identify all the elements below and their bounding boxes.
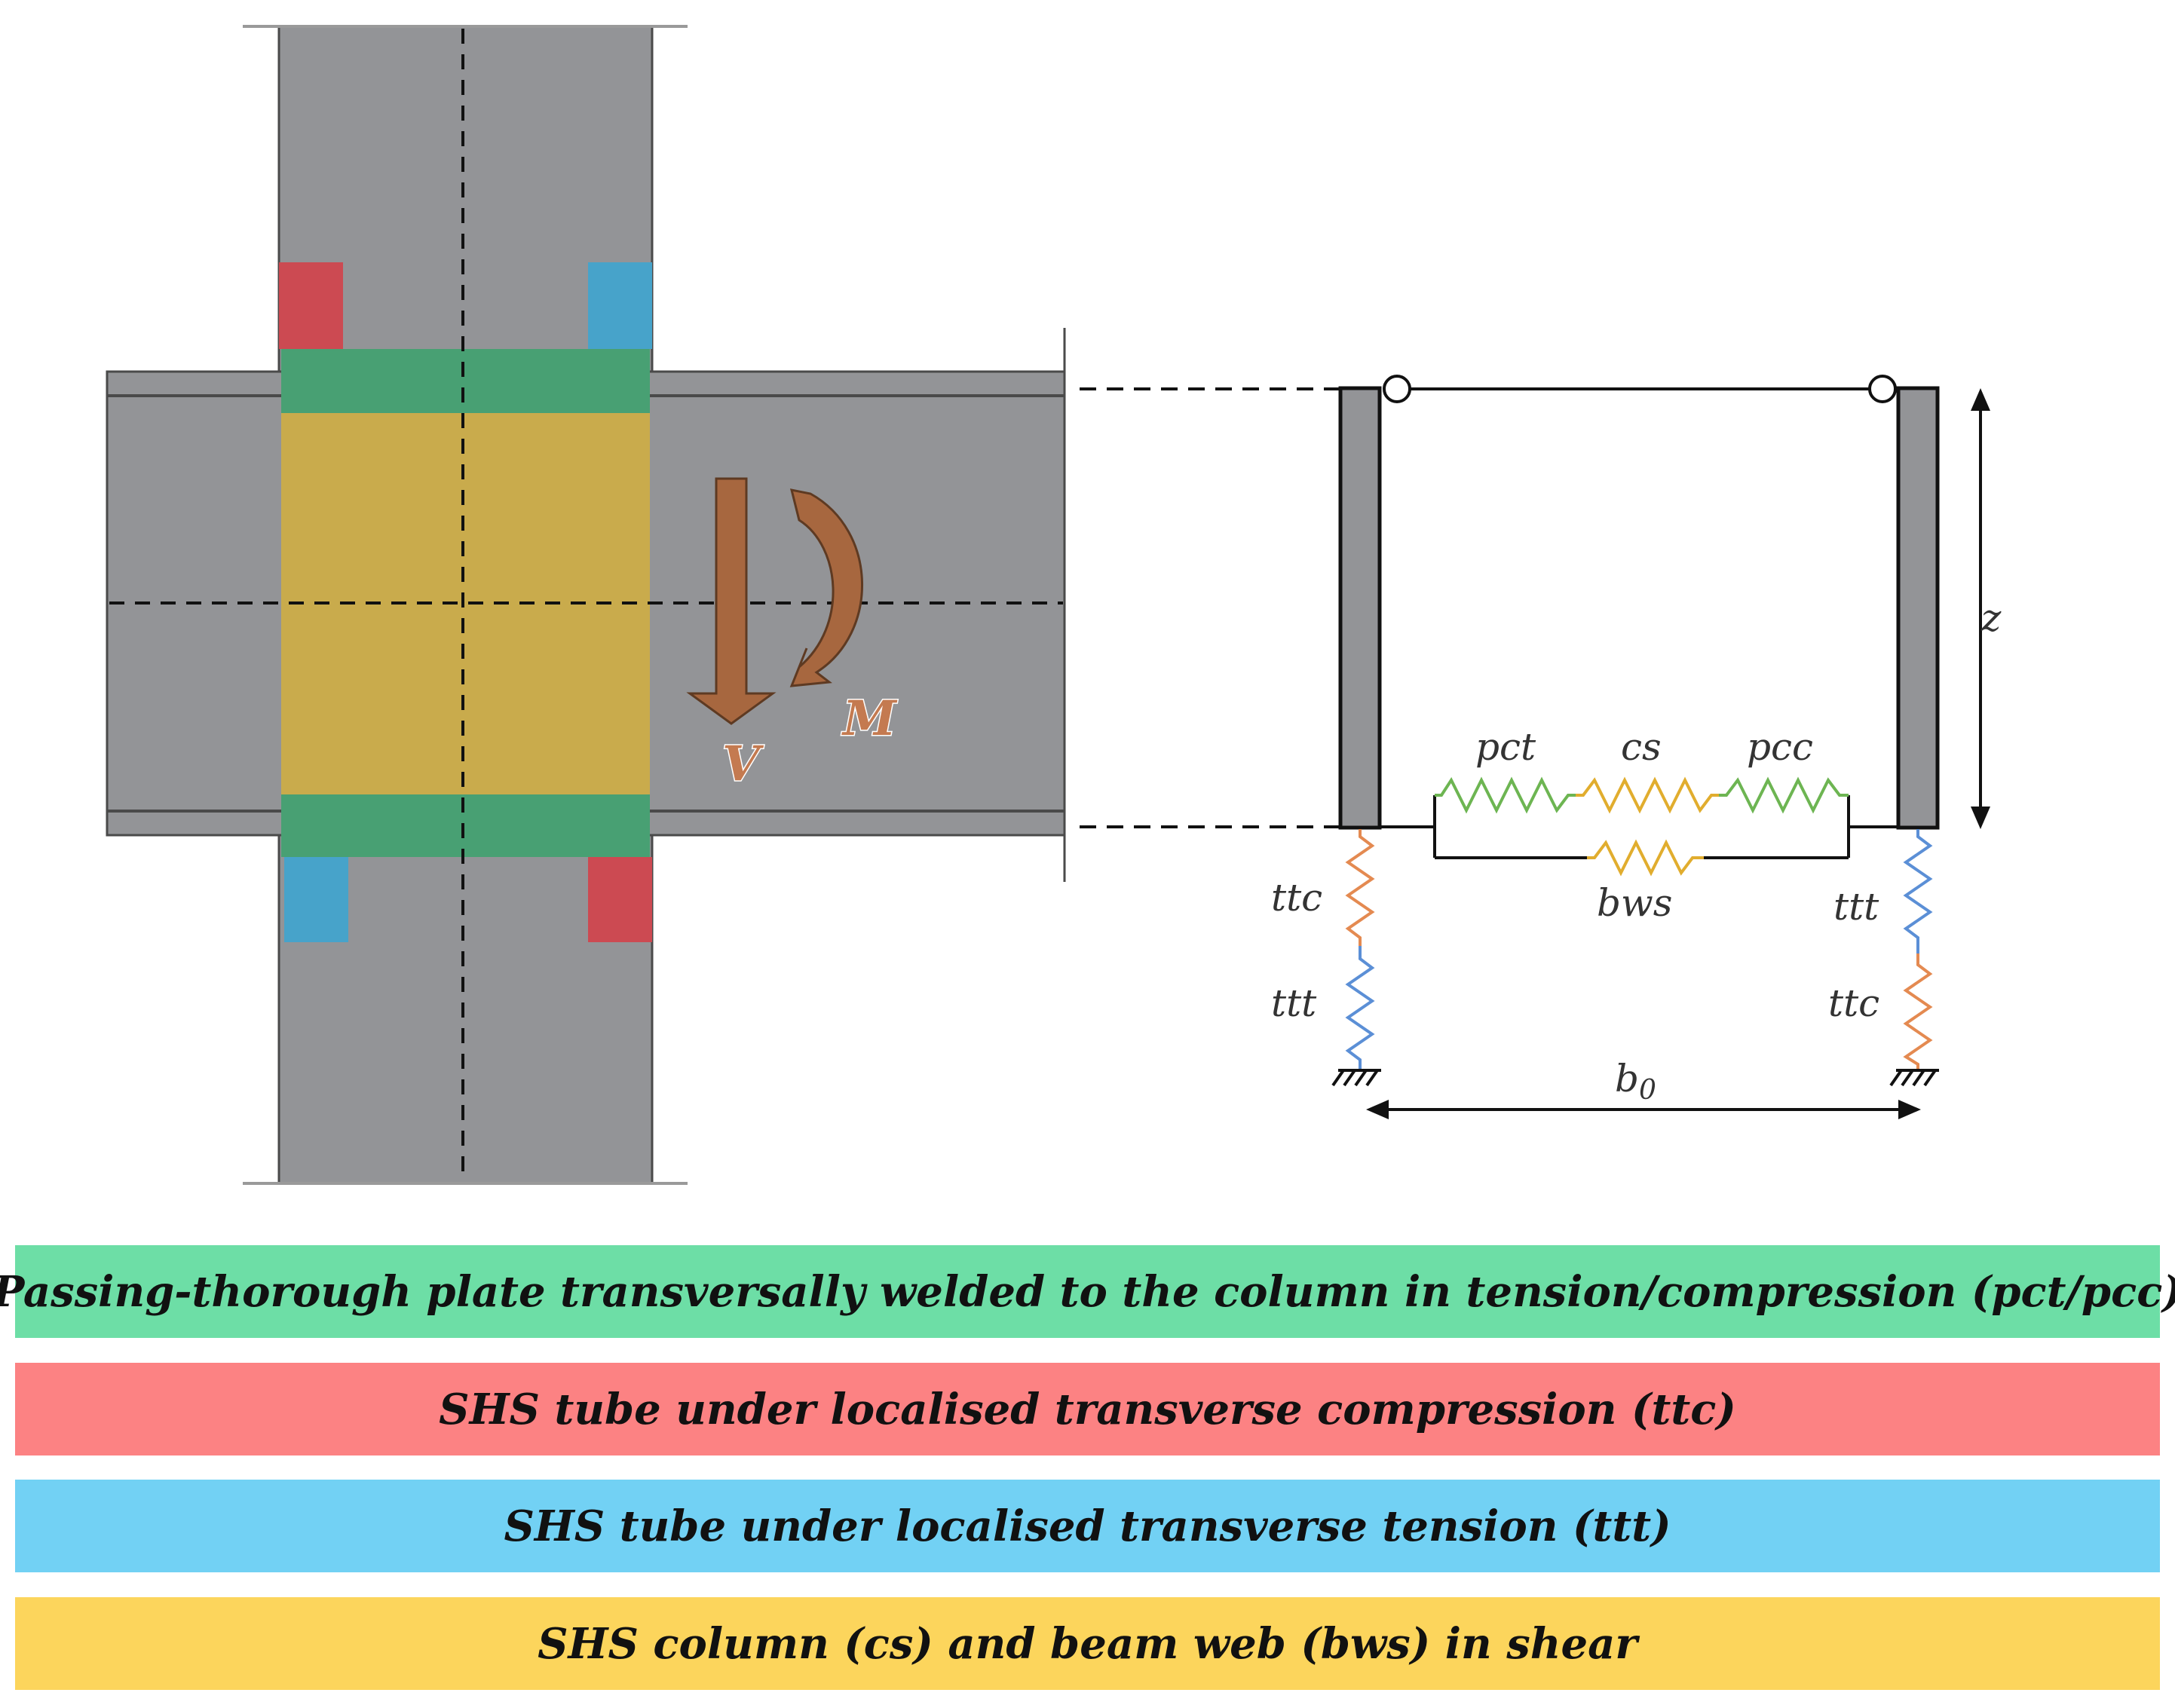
legend-item-plate: Passing-thorough plate transversally wel… bbox=[0, 1245, 2175, 1338]
legend-text-shear: SHS column (cs) and beam web (bws) in sh… bbox=[538, 1618, 1637, 1669]
label-pcc: pcc bbox=[1747, 725, 1813, 769]
ttt-zone-bottom-left bbox=[284, 857, 348, 942]
legend-text-ttt: SHS tube under localised transverse tens… bbox=[504, 1501, 1671, 1551]
label-right-ttt: ttt bbox=[1833, 885, 1879, 929]
connection-diagram: V M bbox=[106, 25, 2002, 1185]
spring-left-ttt bbox=[1345, 946, 1375, 1069]
hinge-circle-icon bbox=[1868, 375, 1897, 403]
label-b0-subscript: 0 bbox=[1639, 1075, 1656, 1106]
label-bws: bws bbox=[1597, 881, 1672, 925]
curved-arrow-icon bbox=[789, 488, 863, 687]
dimension-arrowhead bbox=[1971, 807, 1990, 829]
legend-text-plate: Passing-thorough plate transversally wel… bbox=[0, 1266, 2175, 1317]
rigid-bar-right bbox=[1896, 386, 1940, 830]
moment-label: M bbox=[841, 690, 898, 747]
label-b0: b0 bbox=[1615, 1057, 1656, 1106]
label-left-ttc: ttc bbox=[1271, 876, 1322, 920]
hinge-circle-icon bbox=[1383, 375, 1411, 403]
ttc-zone-top-left bbox=[279, 262, 343, 349]
plate-top bbox=[281, 349, 650, 413]
shear-force-label: V bbox=[722, 736, 764, 792]
spring-right-ttc bbox=[1903, 953, 1933, 1069]
dimension-arrowhead bbox=[1971, 388, 1990, 411]
label-pct: pct bbox=[1475, 725, 1536, 769]
spring-pcc bbox=[1719, 776, 1849, 814]
spring-right-ttt bbox=[1903, 829, 1933, 953]
legend-text-ttc: SHS tube under localised transverse comp… bbox=[439, 1384, 1736, 1434]
spring-left-ttc bbox=[1345, 829, 1375, 946]
label-cs: cs bbox=[1621, 725, 1662, 769]
joint-drawing: V M bbox=[106, 25, 1066, 1185]
label-b0-main: b bbox=[1615, 1057, 1639, 1100]
dimension-arrowhead bbox=[1366, 1100, 1389, 1119]
legend-item-ttc: SHS tube under localised transverse comp… bbox=[15, 1363, 2160, 1455]
spring-bws bbox=[1587, 839, 1704, 877]
legend-item-ttt: SHS tube under localised transverse tens… bbox=[15, 1480, 2160, 1572]
rigid-bar-left bbox=[1338, 386, 1382, 830]
label-z: z bbox=[1980, 596, 2002, 640]
spring-model: pct cs pcc bws ttc ttt ttt ttc z b0 bbox=[1271, 375, 2002, 1119]
shear-panel bbox=[281, 413, 650, 794]
ttt-zone-top-right bbox=[588, 262, 652, 349]
ttc-zone-bottom-right bbox=[588, 857, 652, 942]
spring-cs bbox=[1576, 776, 1719, 814]
label-left-ttt: ttt bbox=[1271, 981, 1317, 1025]
label-right-ttc: ttc bbox=[1828, 981, 1879, 1025]
fixed-support-icon bbox=[1889, 1069, 1939, 1087]
spring-pct bbox=[1435, 776, 1576, 814]
legend-item-shear: SHS column (cs) and beam web (bws) in sh… bbox=[15, 1597, 2160, 1690]
down-arrow-icon bbox=[686, 477, 777, 725]
fixed-support-icon bbox=[1331, 1069, 1381, 1087]
plate-bottom bbox=[281, 794, 650, 857]
dimension-arrowhead bbox=[1898, 1100, 1921, 1119]
